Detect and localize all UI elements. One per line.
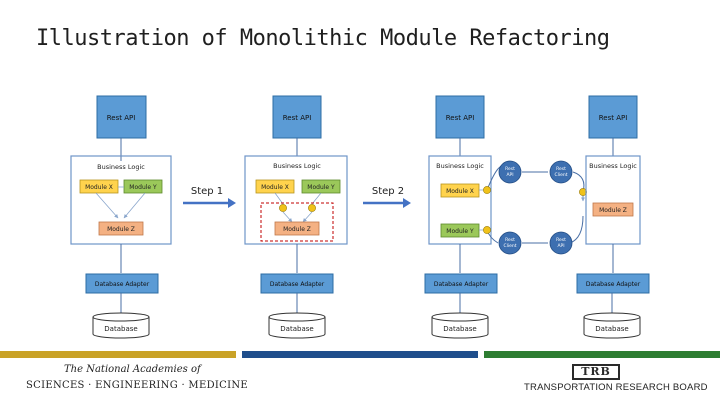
slide-title: Illustration of Monolithic Module Refact…	[36, 26, 610, 51]
svg-text:Rest: Rest	[556, 237, 566, 243]
footer-bar-green	[484, 351, 720, 358]
svg-text:Business Logic: Business Logic	[273, 162, 321, 170]
module-x-label: Module X	[85, 184, 113, 191]
database-label: Database	[104, 325, 137, 333]
interface-point	[279, 204, 287, 212]
rest-interface-loop: Rest API Rest Client Rest Client Rest AP…	[483, 160, 587, 255]
panel-original: Rest API Business Logic Module X Module …	[70, 95, 172, 339]
footer-bar-blue	[242, 351, 478, 358]
business-logic-label: Business Logic	[97, 163, 145, 171]
svg-text:Module X: Module X	[446, 188, 474, 195]
step-2-arrow: Step 2	[363, 186, 411, 208]
svg-text:Database: Database	[443, 325, 476, 333]
svg-text:API: API	[557, 243, 564, 249]
svg-text:Module Y: Module Y	[446, 228, 474, 235]
interface-point	[308, 204, 316, 212]
step-1-label: Step 1	[191, 186, 223, 197]
step-1-arrow: Step 1	[183, 186, 236, 208]
svg-text:Database Adapter: Database Adapter	[434, 281, 489, 288]
panel-step-2-service-a: Rest API Business Logic Module X Module …	[424, 95, 498, 339]
svg-text:Database: Database	[595, 325, 628, 333]
svg-text:Rest API: Rest API	[283, 114, 312, 122]
svg-text:API: API	[506, 172, 513, 178]
rest-api-label: Rest API	[107, 114, 136, 122]
svg-text:Rest API: Rest API	[446, 114, 475, 122]
svg-text:Rest: Rest	[556, 166, 566, 172]
rest-client-node	[498, 231, 522, 255]
svg-text:Rest: Rest	[505, 237, 515, 243]
svg-text:Database Adapter: Database Adapter	[270, 281, 325, 288]
nas-logo-line1: The National Academies of	[64, 364, 201, 375]
refactor-boundary	[260, 202, 334, 242]
trb-logo: TRB	[572, 364, 620, 380]
svg-text:Database: Database	[280, 325, 313, 333]
svg-text:Business Logic: Business Logic	[589, 162, 637, 170]
module-z-label: Module Z	[107, 226, 135, 233]
svg-text:Module Z: Module Z	[283, 226, 311, 233]
svg-text:Rest: Rest	[505, 166, 515, 172]
svg-text:Client: Client	[503, 243, 516, 249]
rest-client-node	[549, 160, 573, 184]
svg-text:Module Y: Module Y	[307, 184, 335, 191]
svg-text:Database Adapter: Database Adapter	[586, 281, 641, 288]
svg-text:Rest API: Rest API	[599, 114, 628, 122]
database-adapter-label: Database Adapter	[95, 281, 150, 288]
trb-name: TRANSPORTATION RESEARCH BOARD	[524, 382, 708, 393]
footer-bar-yellow	[0, 351, 236, 358]
rest-client-node	[498, 160, 522, 184]
step-2-label: Step 2	[372, 186, 404, 197]
panel-step-1: Rest API Business Logic Module X Module …	[244, 95, 348, 339]
nas-logo-line2: SCIENCES · ENGINEERING · MEDICINE	[26, 380, 248, 391]
svg-text:Module Z: Module Z	[599, 207, 627, 214]
svg-text:Client: Client	[554, 172, 567, 178]
svg-text:Module X: Module X	[261, 184, 289, 191]
svg-text:Business Logic: Business Logic	[436, 162, 484, 170]
rest-api-node	[549, 231, 573, 255]
module-y-label: Module Y	[129, 184, 157, 191]
panel-step-2-service-b: Rest API Business Logic Module Z Databas…	[576, 95, 650, 339]
